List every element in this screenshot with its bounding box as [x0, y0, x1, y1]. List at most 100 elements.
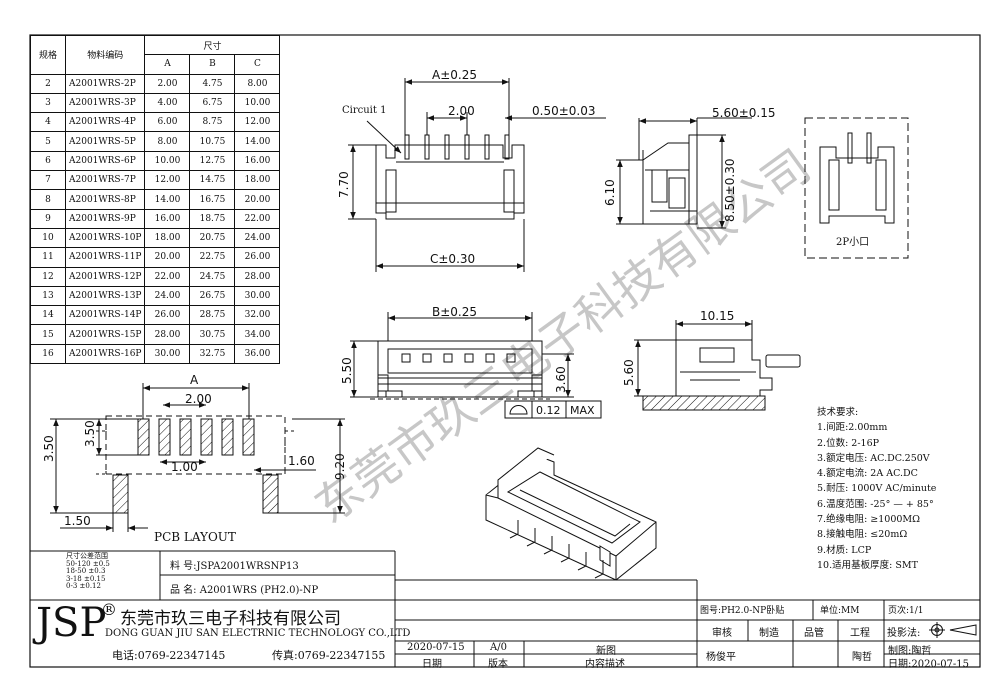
- c-cell: 28.00: [234, 266, 281, 287]
- title-block-lines: [30, 550, 980, 667]
- c-cell: 8.00: [234, 73, 281, 94]
- b-cell: 24.75: [189, 266, 236, 287]
- header-size: 尺寸: [144, 34, 281, 56]
- a-cell: 10.00: [144, 150, 191, 172]
- dim-a-tol: A±0.25: [432, 68, 477, 82]
- part-no-cell: A2001WRS-14P: [64, 305, 146, 326]
- pcb-dim-350-inner: 3.50: [83, 420, 97, 447]
- flatness-value: 0.12: [536, 404, 561, 417]
- note-item: 2.位数: 2-16P: [817, 437, 880, 449]
- circuit-1-label: Circuit 1: [342, 105, 386, 116]
- side-view: [616, 117, 752, 229]
- b-cell: 32.75: [189, 343, 236, 365]
- c-cell: 18.00: [234, 170, 281, 191]
- a-cell: 24.00: [144, 285, 191, 307]
- company-name-cn: 东莞市玖三电子科技有限公司: [120, 609, 341, 629]
- part-no-cell: A2001WRS-7P: [64, 170, 146, 191]
- notes-title: 技术要求:: [817, 407, 859, 418]
- phone: 电话:0769-22347145: [112, 649, 226, 662]
- b-cell: 10.75: [189, 131, 236, 152]
- tolerance-row: 3-18 ±0.15: [66, 574, 106, 583]
- reviewer-name: 杨俊平: [706, 652, 736, 663]
- manufacture-label: 制造: [759, 628, 779, 639]
- projection-label: 投影法:: [887, 628, 921, 639]
- a-cell: 16.00: [144, 208, 191, 229]
- spec-cell: 6: [30, 150, 66, 172]
- c-cell: 34.00: [234, 324, 281, 345]
- a-cell: 14.00: [144, 189, 191, 210]
- spec-cell: 5: [30, 131, 66, 152]
- pcb-dim-a: A: [190, 373, 199, 387]
- dim-770: 7.70: [337, 171, 351, 198]
- b-cell: 18.75: [189, 208, 236, 229]
- mounted-side-view: [634, 320, 801, 411]
- c-cell: 32.00: [234, 305, 281, 326]
- c-cell: 30.00: [234, 285, 281, 307]
- technical-requirements: 技术要求: 1.间距:2.00mm 2.位数: 2-16P 3.额定电压: AC…: [817, 405, 936, 573]
- a-cell: 4.00: [144, 92, 191, 114]
- quality-label: 品管: [804, 628, 824, 639]
- drawing-no: 图号:PH2.0-NP卧贴: [700, 606, 785, 616]
- a-cell: 18.00: [144, 227, 191, 249]
- spec-cell: 7: [30, 170, 66, 191]
- tolerance-box: 尺寸公差范围 50-120 ±0.5 18-50 ±0.3 3-18 ±0.15…: [66, 552, 110, 591]
- dim-550: 5.50: [340, 357, 354, 384]
- part-no-cell: A2001WRS-12P: [64, 266, 146, 287]
- pcb-dim-350-outer: 3.50: [42, 435, 56, 462]
- dim-610: 6.10: [603, 179, 617, 206]
- b-cell: 28.75: [189, 305, 236, 326]
- note-item: 10.适用基板厚度: SMT: [817, 559, 918, 571]
- spec-cell: 16: [30, 343, 66, 365]
- b-cell: 26.75: [189, 285, 236, 307]
- header-spec: 规格: [30, 35, 66, 75]
- tolerance-row: 18-50 ±0.3: [66, 567, 106, 575]
- c-cell: 36.00: [234, 343, 281, 365]
- pcb-dim-100: 1.00: [171, 460, 198, 474]
- dim-560-side: 5.60: [622, 359, 636, 386]
- dim-pitch: 2.00: [448, 104, 475, 118]
- header-date: 日期: [422, 659, 442, 670]
- front-pins: [404, 134, 510, 160]
- small-mouth-view: [804, 117, 909, 259]
- note-item: 5.耐压: 1000V AC/minute: [817, 483, 937, 495]
- a-cell: 6.00: [144, 112, 191, 133]
- spec-cell: 4: [30, 112, 66, 133]
- spec-cell: 10: [30, 227, 66, 249]
- part-no-cell: A2001WRS-9P: [64, 208, 146, 229]
- a-cell: 28.00: [144, 324, 191, 345]
- b-cell: 6.75: [189, 92, 236, 114]
- note-item: 9.材质: LCP: [817, 544, 872, 556]
- note-item: 7.绝缘电阻: ≥1000MΩ: [817, 514, 921, 526]
- part-no-cell: A2001WRS-8P: [64, 189, 146, 210]
- engineering-label: 工程: [850, 628, 870, 639]
- part-no-cell: A2001WRS-15P: [64, 324, 146, 345]
- pcb-layout: [50, 383, 345, 532]
- part-no-cell: A2001WRS-5P: [64, 131, 146, 152]
- unit: 单位:MM: [820, 606, 860, 616]
- c-cell: 16.00: [234, 150, 281, 172]
- header-c: C: [234, 54, 281, 75]
- dim-b-tol: B±0.25: [432, 305, 477, 319]
- projection-symbol: [929, 622, 977, 638]
- a-cell: 26.00: [144, 305, 191, 326]
- part-no-cell: A2001WRS-16P: [64, 343, 146, 365]
- b-cell: 12.75: [189, 150, 236, 172]
- iso-pins: [509, 520, 604, 579]
- b-cell: 22.75: [189, 247, 236, 268]
- pcb-dim-pitch: 2.00: [185, 392, 212, 406]
- tolerance-row: 50-120 ±0.5: [66, 559, 110, 568]
- spec-cell: 8: [30, 189, 66, 210]
- spec-cell: 14: [30, 305, 66, 326]
- revision-date: 2020-07-15: [407, 642, 465, 653]
- c-cell: 14.00: [234, 131, 281, 152]
- spec-cell: 13: [30, 285, 66, 307]
- dim-1015: 10.15: [700, 309, 734, 323]
- header-desc: 内容描述: [585, 659, 625, 670]
- spec-cell: 2: [30, 73, 66, 94]
- header-a: A: [144, 54, 191, 75]
